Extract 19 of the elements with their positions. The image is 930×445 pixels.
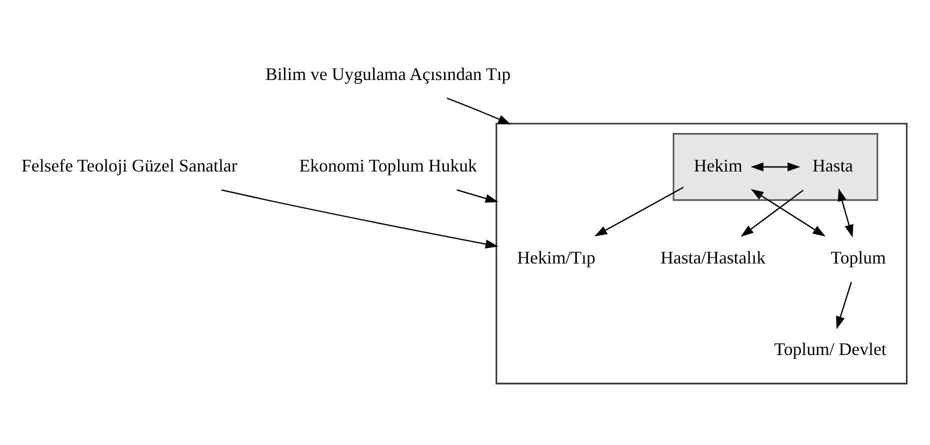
arrow (740, 189, 804, 236)
arrow (594, 186, 684, 236)
arrow (456, 188, 498, 202)
arrow (750, 188, 825, 236)
node-text: Toplum (830, 246, 886, 267)
arrow (446, 97, 510, 124)
node-text: Hekim/Tıp (516, 246, 595, 267)
node-text: Ekonomi Toplum Hukuk (298, 155, 476, 176)
node-text: Hekim (693, 155, 742, 176)
cluster (495, 122, 907, 384)
node-text: Toplum/ Devlet (774, 338, 886, 359)
node-text: Bilim ve Uygulama Açısından Tıp (264, 63, 510, 84)
arrow (836, 281, 852, 329)
arrow (837, 188, 853, 237)
node-text: Hasta (812, 155, 853, 176)
node-text: Hasta/Hastalık (660, 246, 766, 267)
arrow (220, 188, 498, 248)
arrow (750, 162, 800, 171)
node-text: Felsefe Teoloji Güzel Sanatlar (21, 155, 237, 176)
